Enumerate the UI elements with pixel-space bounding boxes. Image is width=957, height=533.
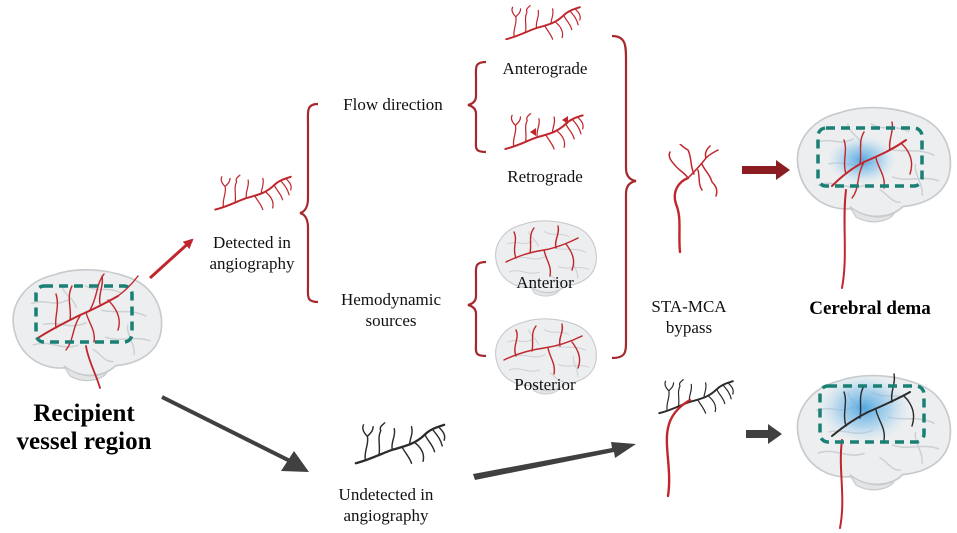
edema-glow-detected: [828, 136, 896, 184]
vessel-tree-anterograde: [505, 4, 582, 41]
vessel-branch-bypass-detected: [667, 144, 720, 254]
bypass-label: STA-MCA bypass: [634, 296, 744, 338]
arrow-to-edema-undetected: [746, 424, 782, 444]
vessel-tree-bypass-undetected: [658, 378, 735, 415]
retrograde-marker: [562, 116, 568, 124]
arrow-undetected-to-bypass: [473, 442, 636, 480]
hemodynamic-label-line2: sources: [365, 311, 417, 330]
undetected-label: Undetected in angiography: [316, 484, 456, 526]
detected-label-line1: Detected in: [213, 233, 291, 252]
bypass-label-line1: STA-MCA: [651, 297, 727, 316]
vessel-branch-edema-undetected: [839, 439, 844, 529]
anterior-label: Anterior: [516, 273, 574, 292]
region-box-recipient: [34, 284, 134, 344]
cerebral-edema-label: Cerebral dema: [809, 298, 931, 319]
recipient-label: Recipient vessel region: [4, 400, 164, 456]
undetected-label-line1: Undetected in: [338, 485, 434, 504]
edema-glow-undetected: [818, 374, 910, 442]
hemodynamic-label: Hemodynamic sources: [324, 289, 458, 331]
hemodynamic-label-line1: Hemodynamic: [340, 290, 442, 309]
vessel-tree-posterior: [503, 323, 583, 375]
bracket-main: [299, 102, 319, 304]
bypass-label-line2: bypass: [665, 318, 713, 337]
recipient-label-line2: vessel region: [16, 428, 152, 455]
detected-label-line2: angiography: [209, 254, 295, 273]
vessel-tree-edema-detected: [831, 121, 913, 289]
posterior-label: Posterior: [514, 375, 576, 394]
vessel-branch-bypass-undetected: [665, 398, 692, 498]
arrow-to-undetected-shaft: [161, 395, 291, 463]
undetected-label-line2: angiography: [343, 506, 429, 525]
vessel-tree-detected: [214, 173, 293, 211]
bracket-right: [611, 34, 637, 360]
bracket-hemodynamic: [467, 260, 487, 358]
bracket-flow-direction: [467, 60, 487, 154]
flow-direction-label: Flow direction: [343, 95, 443, 114]
arrow-to-detected: [148, 238, 194, 280]
detected-label: Detected in angiography: [192, 232, 312, 274]
vessel-tree-anterior: [505, 225, 579, 277]
vessel-tree-retrograde: [504, 112, 585, 150]
arrow-to-edema-detected: [742, 160, 790, 180]
vessel-tree-undetected: [354, 421, 446, 465]
vessel-tree-recipient: [37, 273, 139, 389]
retrograde-label: Retrograde: [507, 167, 583, 186]
region-box-edema-detected: [816, 126, 924, 188]
retrograde-marker: [530, 128, 536, 136]
anterograde-label: Anterograde: [502, 59, 588, 78]
region-box-edema-undetected: [818, 384, 926, 444]
arrow-to-undetected-head: [281, 451, 309, 472]
vessel-tree-edema-undetected: [831, 373, 915, 441]
recipient-label-line1: Recipient: [33, 400, 135, 427]
